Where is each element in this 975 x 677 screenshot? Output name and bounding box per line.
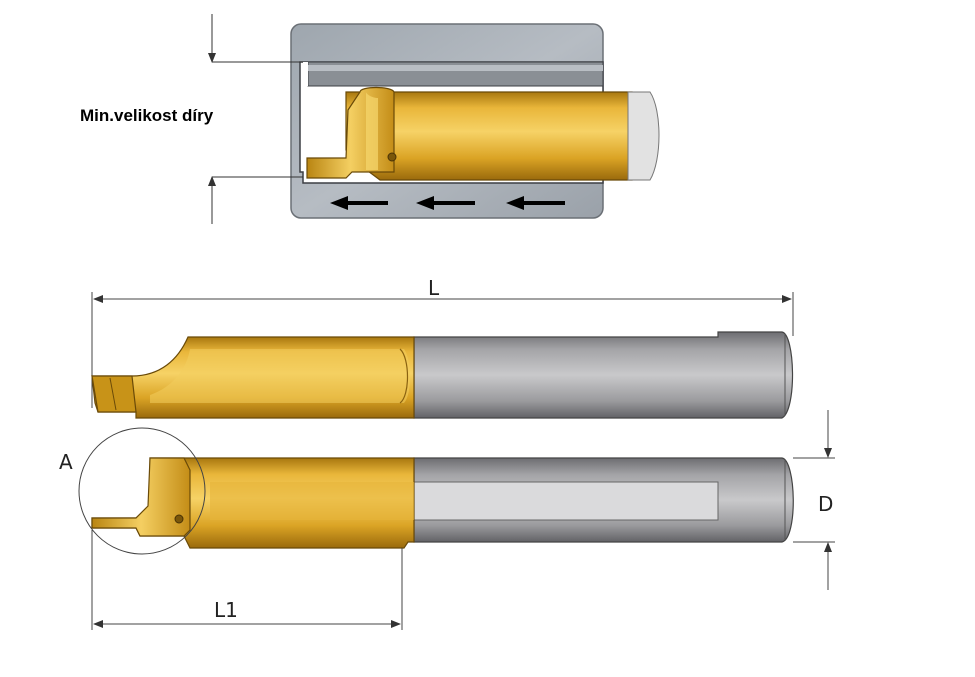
detail-a-label: A [59, 450, 73, 474]
detail-circle-a [78, 427, 206, 555]
overall-length-dimension [91, 292, 794, 408]
feed-arrow-3 [506, 196, 565, 210]
tool-side-view [91, 331, 794, 419]
cutting-head-top-view [91, 457, 191, 537]
feed-arrow-1 [330, 196, 388, 210]
min-hole-dimension [208, 14, 303, 224]
l1-dimension [91, 530, 403, 630]
shank-side [413, 331, 794, 419]
min-hole-size-label: Min.velikost díry [80, 106, 214, 125]
shank-flat [413, 481, 719, 521]
d-dimension [793, 410, 835, 590]
length-l1-label: L1 [214, 598, 238, 622]
length-l-label: L [428, 276, 440, 300]
feed-arrows [330, 196, 565, 210]
cutting-tip-side [91, 375, 137, 413]
coolant-hole-top [387, 152, 397, 162]
diameter-d-label: D [818, 492, 834, 516]
coolant-hole-bottom [174, 514, 184, 524]
tool-top-view [78, 427, 794, 555]
tool-in-bore [306, 86, 660, 181]
feed-arrow-2 [416, 196, 475, 210]
